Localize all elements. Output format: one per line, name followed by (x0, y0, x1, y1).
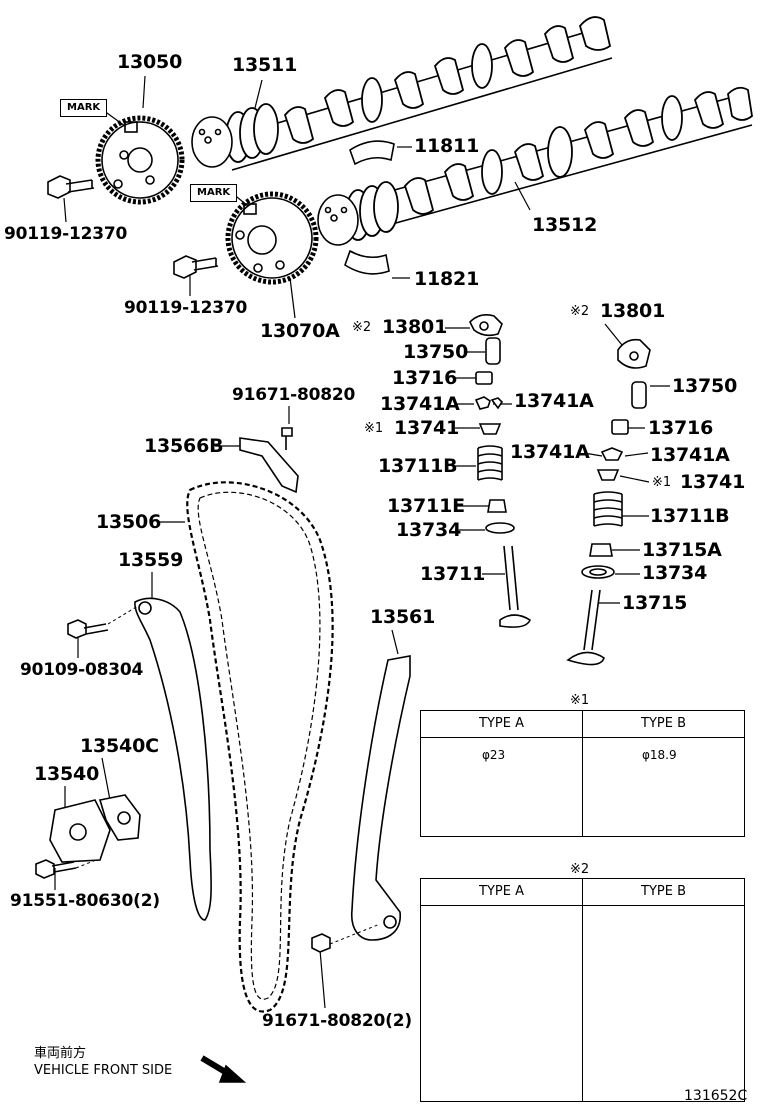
part-label-13561: 13561 (370, 606, 436, 628)
camshaft-13512 (317, 86, 753, 246)
table1-dim-a: φ23 (482, 748, 506, 762)
table1-type-a: TYPE A (479, 716, 524, 731)
timing-chain-13506 (186, 481, 334, 1013)
part-label-13070a: 13070A (260, 320, 340, 342)
part-label-13801-right: 13801 (600, 300, 666, 322)
front-side-label-jp: 車両前方 (34, 1046, 87, 1061)
camshaft-13511 (191, 16, 613, 171)
part-label-13734-left: 13734 (396, 519, 462, 541)
part-label-13741a-right-2: 13741A (650, 444, 730, 466)
part-label-90109: 90109-08304 (20, 660, 144, 680)
part-label-13715a: 13715A (642, 539, 722, 561)
part-label-13566b: 13566B (144, 435, 224, 457)
part-label-13540: 13540 (34, 763, 100, 785)
part-label-13750-left: 13750 (403, 341, 469, 363)
ref-mark-13741-right: ※1 (652, 475, 672, 490)
ref-mark-13801-right: ※2 (570, 304, 590, 319)
sprocket-13050 (95, 115, 185, 205)
part-label-13711b-left: 13711B (378, 455, 458, 477)
part-label-90119-upper: 90119-12370 (4, 224, 128, 244)
part-label-13512: 13512 (532, 214, 598, 236)
part-label-11811: 11811 (414, 135, 480, 157)
front-side-arrow (200, 1055, 247, 1083)
table2-type-b: TYPE B (641, 884, 686, 899)
part-label-13716-right: 13716 (648, 417, 714, 439)
bolt-91671-upper (281, 427, 293, 450)
table2: TYPE A TYPE B (420, 878, 745, 1102)
catalog-number: 131652C (684, 1088, 748, 1104)
part-label-13711: 13711 (420, 563, 486, 585)
bolt-90119-upper (47, 175, 95, 199)
part-label-13511: 13511 (232, 54, 298, 76)
part-label-13559: 13559 (118, 549, 184, 571)
part-label-13711b-right: 13711B (650, 505, 730, 527)
part-label-91671-lower: 91671-80820(2) (262, 1011, 412, 1031)
part-label-13741-right: 13741 (680, 471, 746, 493)
valve-train-right (566, 338, 651, 666)
part-label-13750-right: 13750 (672, 375, 738, 397)
mark-label-lower: MARK (190, 184, 238, 202)
part-label-13741-left: 13741 (394, 417, 460, 439)
bolt-91551 (35, 859, 77, 879)
sprocket-13070a (225, 191, 319, 285)
part-label-13716-left: 13716 (392, 367, 458, 389)
table1: TYPE A TYPE B φ23 φ18.9 (420, 710, 745, 837)
table1-ref-mark: ※1 (570, 693, 590, 708)
assembly-lines (75, 605, 381, 945)
bolt-90109 (67, 619, 109, 639)
part-label-13050: 13050 (117, 51, 183, 73)
part-label-13741a-left-1: 13741A (380, 393, 460, 415)
tensioner-arm-13559 (134, 597, 212, 921)
part-label-13711e: 13711E (387, 495, 465, 517)
table1-dim-b: φ18.9 (642, 748, 677, 762)
part-label-13734-right: 13734 (642, 562, 708, 584)
valve-train-left (469, 314, 531, 628)
ref-mark-13741-left: ※1 (364, 421, 384, 436)
chain-guide-13561 (350, 655, 411, 941)
part-label-90119-lower: 90119-12370 (124, 298, 248, 318)
table1-type-b: TYPE B (641, 716, 686, 731)
bolt-90119-lower (173, 255, 219, 279)
part-label-13741a-right-1: 13741A (510, 441, 590, 463)
table2-type-a: TYPE A (479, 884, 524, 899)
front-side-label-en: VEHICLE FRONT SIDE (34, 1063, 173, 1078)
part-label-91671-upper: 91671-80820 (232, 385, 356, 405)
part-label-13741a-left-2: 13741A (514, 390, 594, 412)
bolt-91671-lower (311, 933, 331, 953)
mark-label-upper: MARK (60, 99, 108, 117)
chain-guide-13566b (239, 437, 299, 494)
bearing-11811 (349, 140, 395, 166)
part-label-91551: 91551-80630(2) (10, 891, 160, 911)
part-label-13801-left: 13801 (382, 316, 448, 338)
table2-ref-mark: ※2 (570, 862, 590, 877)
part-label-13715: 13715 (622, 592, 688, 614)
bearing-11821 (344, 249, 390, 275)
part-label-13506: 13506 (96, 511, 162, 533)
part-label-11821: 11821 (414, 268, 480, 290)
tensioner-13540 (49, 794, 141, 863)
part-label-13540c: 13540C (80, 735, 159, 757)
ref-mark-13801-left: ※2 (352, 320, 372, 335)
